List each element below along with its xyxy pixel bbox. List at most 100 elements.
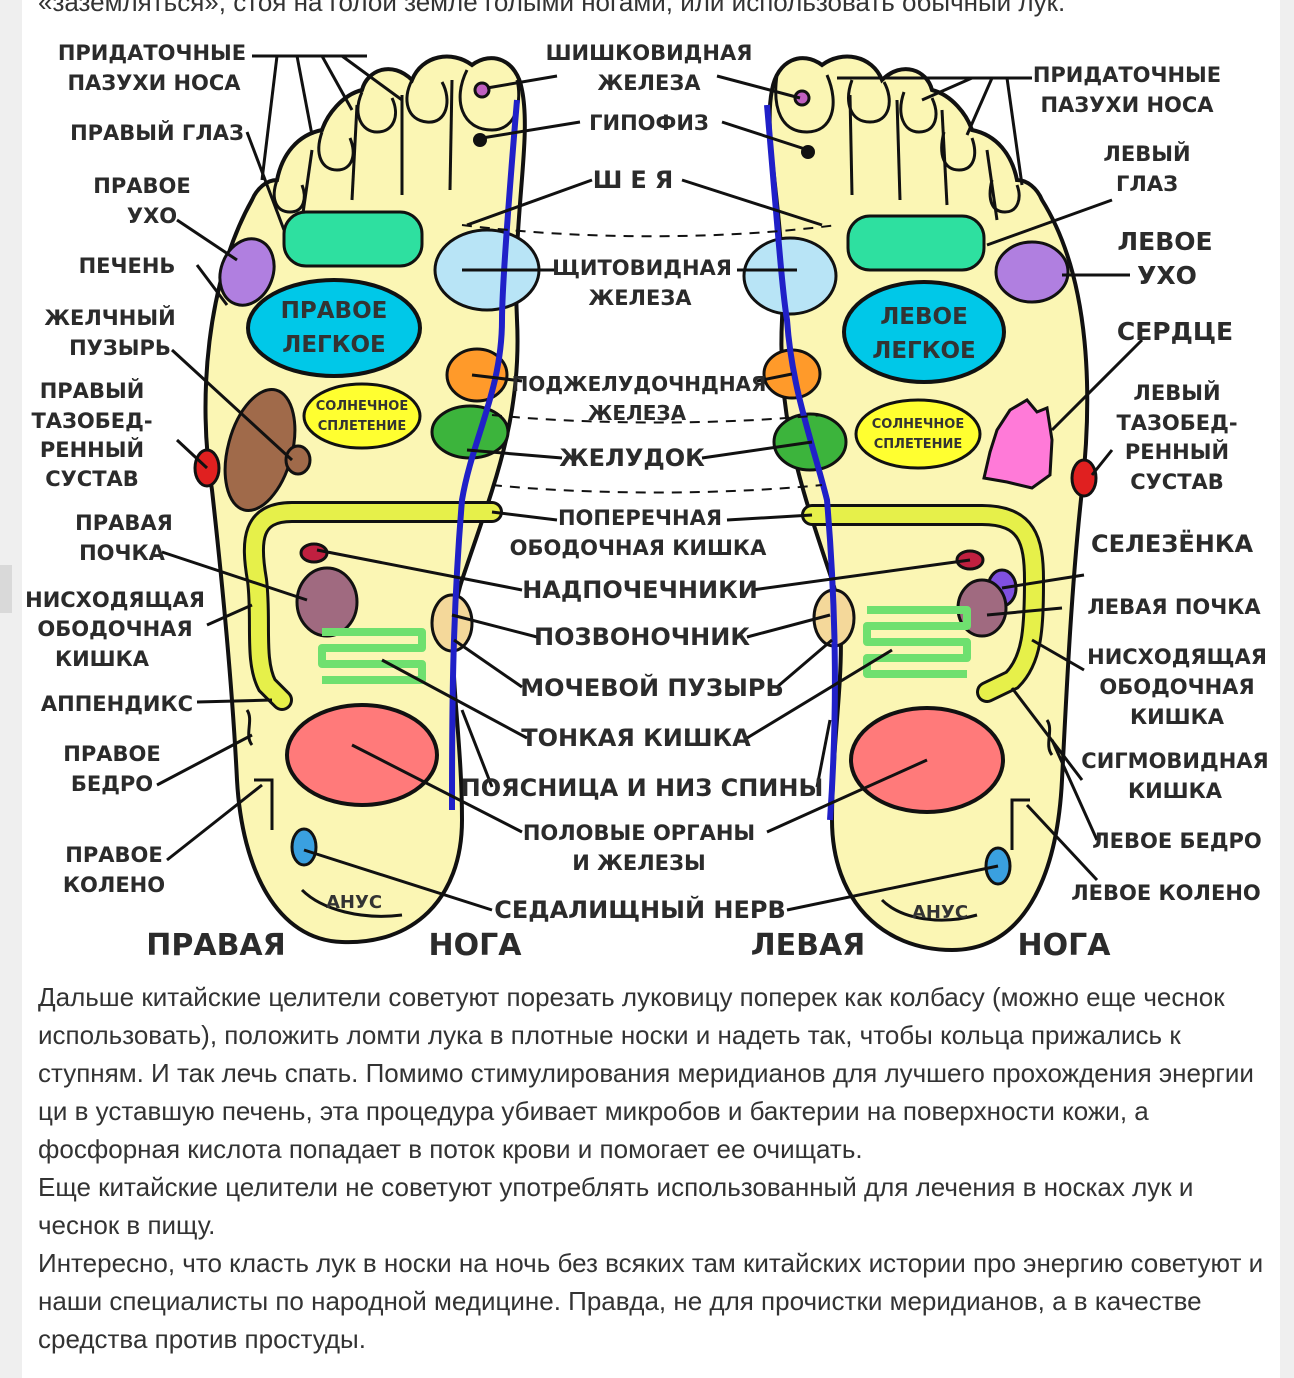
right-adrenal: [299, 542, 329, 564]
label-pancreas-1: ПОДЖЕЛУДОЧНДНАЯ: [512, 372, 767, 396]
label-left-knee: ЛЕВОЕ КОЛЕНО: [1071, 881, 1261, 905]
label-right-colon-3: КИШКА: [55, 647, 150, 671]
label-right-hip-3: РЕННЫЙ: [40, 437, 144, 462]
label-right-gallbladder-2: ПУЗЫРЬ: [69, 336, 171, 360]
right-knee-zone: [290, 827, 318, 867]
left-solar-label-2: СПЛЕТЕНИЕ: [874, 437, 963, 452]
label-left-colon-3: КИШКА: [1130, 705, 1225, 729]
right-pituitary-dot: [473, 133, 487, 147]
left-solar-plexus: [854, 398, 982, 470]
label-left-thigh: ЛЕВОЕ БЕДРО: [1092, 829, 1262, 853]
label-left-hip-2: ТАЗОБЕД-: [1116, 411, 1237, 435]
label-left-sinuses-1: ПРИДАТОЧНЫЕ: [1033, 63, 1221, 87]
label-left-sinuses-2: ПАЗУХИ НОСА: [1040, 93, 1214, 117]
label-neck: ШЕЯ: [593, 166, 682, 194]
label-genitals-2: И ЖЕЛЕЗЫ: [572, 851, 705, 875]
paragraph-3: Интересно, что класть лук в носки на ноч…: [38, 1248, 1264, 1354]
label-left-sigmoid-1: СИГМОВИДНАЯ: [1081, 749, 1268, 773]
label-right-knee-1: ПРАВОЕ: [65, 843, 162, 867]
dashed-guides: [461, 224, 838, 494]
label-right-colon-1: НИСХОДЯЩАЯ: [25, 588, 205, 612]
paragraph-1: Дальше китайские целители советуют порез…: [38, 982, 1254, 1164]
label-genitals-1: ПОЛОВЫЕ ОРГАНЫ: [523, 821, 755, 845]
footer-left-word-2: НОГА: [1018, 928, 1112, 963]
label-right-kidney-2: ПОЧКА: [79, 541, 166, 565]
label-lower-back: ПОЯСНИЦА И НИЗ СПИНЫ: [461, 774, 824, 802]
label-left-sigmoid-2: КИШКА: [1128, 779, 1223, 803]
label-right-ear-2: УХО: [127, 204, 177, 228]
right-solar-label-1: СОЛНЕЧНОЕ: [316, 399, 408, 414]
left-lung-label-2: ЛЕГКОЕ: [872, 338, 976, 364]
right-lung-label-1: ПРАВОЕ: [281, 298, 388, 324]
label-small-intestine: ТОНКАЯ КИШКА: [521, 724, 751, 752]
label-right-eye: ПРАВЫЙ ГЛАЗ: [70, 120, 244, 145]
paragraph-2: Еще китайские целители не советуют употр…: [38, 1172, 1194, 1240]
label-left-spleen: СЕЛЕЗЁНКА: [1091, 529, 1253, 558]
left-hip-zone: [1070, 458, 1098, 498]
left-lung-label-1: ЛЕВОЕ: [880, 304, 968, 330]
right-gallbladder-zone: [284, 444, 312, 476]
left-spine-line: [764, 104, 838, 821]
footer-left-word-1: ЛЕВАЯ: [751, 928, 866, 963]
label-stomach: ЖЕЛУДОК: [559, 444, 705, 472]
label-right-hip-2: ТАЗОБЕД-: [31, 409, 152, 433]
label-right-ear-1: ПРАВОЕ: [93, 174, 190, 198]
left-eye-zone: [846, 214, 986, 272]
left-ear-zone: [994, 240, 1070, 304]
label-right-hip-1: ПРАВЫЙ: [40, 378, 145, 403]
leader-lines: [156, 54, 1144, 912]
right-genitals-zone: [285, 703, 439, 807]
label-adrenals: НАДПОЧЕЧНИКИ: [522, 576, 758, 604]
right-eye-zone: [282, 210, 424, 268]
label-pineal-1: ШИШКОВИДНАЯ: [546, 41, 753, 65]
right-spine-line: [449, 99, 520, 811]
label-left-kidney: ЛЕВАЯ ПОЧКА: [1087, 595, 1261, 619]
label-left-hip-4: СУСТАВ: [1130, 470, 1224, 494]
label-thyroid-1: ЩИТОВИДНАЯ: [552, 256, 732, 280]
right-kidney-zone: [295, 566, 359, 638]
right-solar-plexus: [302, 382, 422, 450]
label-left-colon-2: ОБОДОЧНАЯ: [1099, 675, 1254, 699]
label-transverse-2: ОБОДОЧНАЯ КИШКА: [510, 536, 767, 560]
left-thyroid-zone: [742, 236, 838, 316]
label-right-appendix: АППЕНДИКС: [41, 692, 193, 716]
left-foot-outline: [767, 54, 1090, 953]
article-page: «заземляться», стоя на голой земле голым…: [22, 0, 1280, 1378]
label-pineal-2: ЖЕЛЕЗА: [597, 71, 701, 95]
label-left-ear-1: ЛЕВОЕ: [1117, 227, 1212, 256]
right-lung-zone: [246, 278, 422, 378]
label-pituitary: ГИПОФИЗ: [589, 111, 709, 135]
side-edge-tab: [0, 565, 12, 613]
label-left-hip-3: РЕННЫЙ: [1125, 439, 1229, 464]
right-lung-label-2: ЛЕГКОЕ: [282, 332, 386, 358]
label-bladder: МОЧЕВОЙ ПУЗЫРЬ: [520, 673, 784, 702]
label-right-sinuses-1: ПРИДАТОЧНЫЕ: [58, 41, 246, 65]
previous-paragraph-tail: «заземляться», стоя на голой земле голым…: [38, 0, 1066, 17]
left-solar-label-1: СОЛНЕЧНОЕ: [872, 417, 964, 432]
label-right-gallbladder-1: ЖЕЛЧНЫЙ: [44, 305, 175, 330]
footer-right-word-1: ПРАВАЯ: [146, 928, 286, 963]
label-pancreas-2: ЖЕЛЕЗА: [588, 401, 687, 425]
right-foot: [193, 54, 541, 945]
label-right-hip-4: СУСТАВ: [45, 467, 139, 491]
label-sciatic: СЕДАЛИЩНЫЙ НЕРВ: [494, 895, 786, 924]
right-pineal-dot: [473, 81, 491, 99]
label-right-kidney-1: ПРАВАЯ: [75, 511, 173, 535]
left-heart-zone: [982, 398, 1054, 490]
label-left-eye-2: ГЛАЗ: [1116, 172, 1178, 196]
label-left-ear-2: УХО: [1137, 261, 1197, 290]
label-left-heart: СЕРДЦЕ: [1117, 317, 1233, 346]
label-transverse-1: ПОПЕРЕЧНАЯ: [558, 506, 722, 530]
left-lung-zone: [842, 280, 1006, 384]
right-small-intestine: [318, 628, 426, 684]
right-anus-label: АНУС: [326, 892, 382, 913]
label-right-sinuses-2: ПАЗУХИ НОСА: [67, 71, 241, 95]
label-right-liver: ПЕЧЕНЬ: [79, 254, 176, 278]
left-foot: [742, 54, 1098, 953]
left-anus-label: АНУС: [912, 902, 968, 923]
label-left-colon-1: НИСХОДЯЩАЯ: [1087, 645, 1267, 669]
label-left-eye-1: ЛЕВЫЙ: [1103, 141, 1190, 166]
label-right-thigh-1: ПРАВОЕ: [63, 742, 160, 766]
right-solar-label-2: СПЛЕТЕНИЕ: [318, 419, 407, 434]
footer-right-word-2: НОГА: [429, 928, 523, 963]
